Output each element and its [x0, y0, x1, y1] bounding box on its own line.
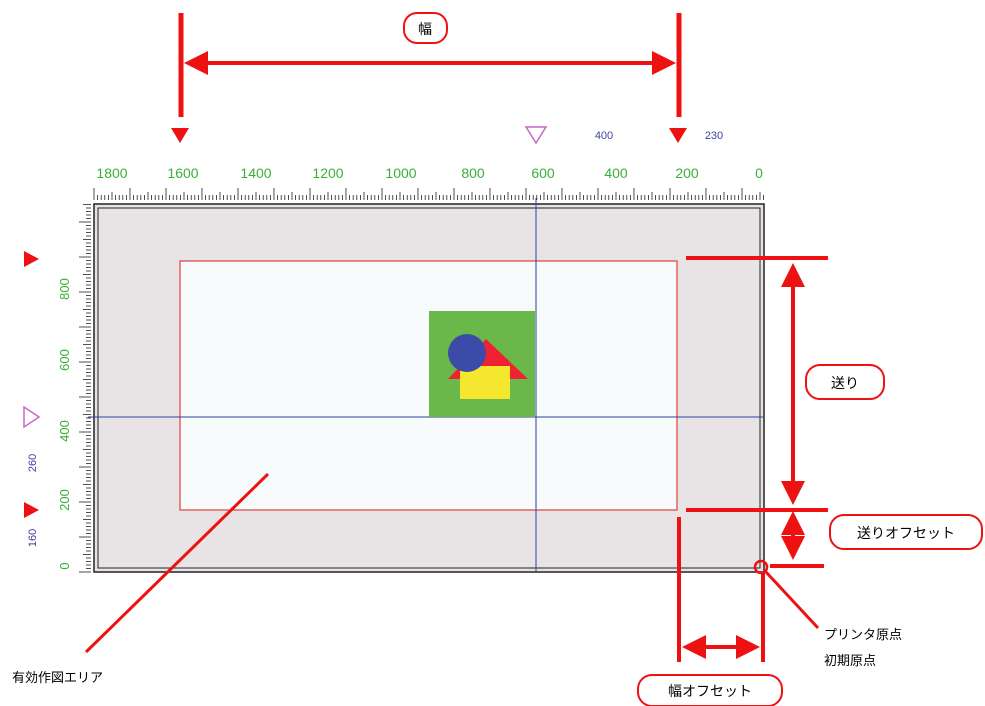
drawing-object	[429, 311, 535, 417]
ruler-y-label: 800	[57, 278, 72, 300]
ruler-x-label: 600	[531, 165, 555, 181]
feed-callout-label: 送り	[831, 376, 859, 392]
marker-left-value-260: 260	[27, 454, 39, 472]
marker-top-hollow-icon	[526, 127, 546, 143]
effective-area-label: 有効作図エリア	[12, 671, 103, 686]
marker-left-value-160: 160	[27, 529, 39, 547]
width-callout-label: 幅	[418, 22, 432, 38]
ruler-x-label: 800	[461, 165, 485, 181]
ruler-x-label: 1800	[96, 165, 127, 181]
ruler-left	[79, 205, 91, 573]
ruler-top	[94, 188, 764, 200]
ruler-x-label: 1200	[312, 165, 343, 181]
marker-left-bottom-icon	[24, 502, 39, 518]
marker-top-right-icon	[669, 128, 687, 143]
marker-left-hollow-icon	[24, 407, 39, 427]
marker-top-value-400: 400	[595, 130, 613, 142]
printer-origin-leader	[766, 572, 818, 628]
marker-left-top-icon	[24, 251, 39, 267]
ruler-y-label: 600	[57, 349, 72, 371]
ruler-y-label: 400	[57, 420, 72, 442]
object-blue-circle	[448, 334, 486, 372]
ruler-y-label: 0	[57, 562, 72, 569]
ruler-x-label: 1400	[240, 165, 271, 181]
ruler-y-label: 200	[57, 489, 72, 511]
ruler-x-label: 400	[604, 165, 628, 181]
feed-offset-callout-label: 送りオフセット	[857, 526, 955, 542]
width-offset-callout-label: 幅オフセット	[668, 684, 752, 700]
effective-area-rect	[180, 261, 677, 510]
ruler-x-label: 200	[675, 165, 699, 181]
marker-top-left-icon	[171, 128, 189, 143]
marker-top-value-230: 230	[705, 130, 723, 142]
ruler-x-label: 1000	[385, 165, 416, 181]
ruler-x-label: 1600	[167, 165, 198, 181]
initial-origin-label: 初期原点	[824, 654, 876, 669]
ruler-x-label: 0	[755, 165, 763, 181]
printer-origin-label: プリンタ原点	[824, 628, 902, 643]
